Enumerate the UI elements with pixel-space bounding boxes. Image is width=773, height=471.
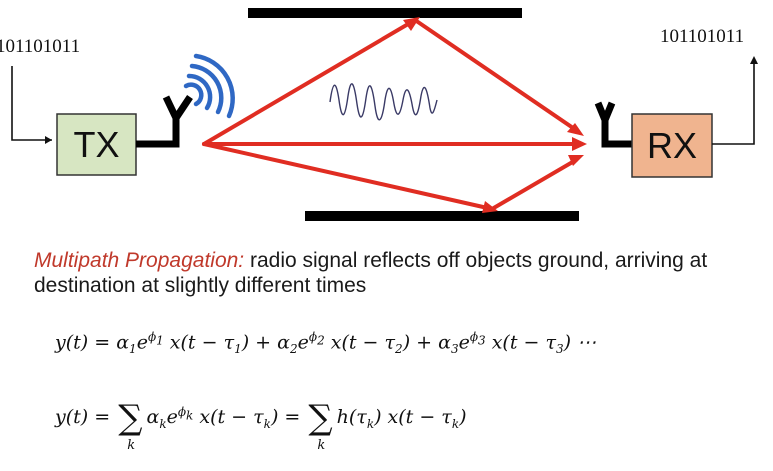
eq2-tau-sub: k	[263, 416, 271, 431]
eq1-term3-phi-sub: 3	[478, 333, 486, 348]
eq1-term1-e: e	[136, 331, 148, 354]
tx-antenna-icon	[136, 95, 193, 148]
eq1-term1-tail: ) +	[241, 331, 278, 354]
eq1-term2-tail: ) +	[402, 331, 439, 354]
eq2-end: )	[459, 406, 467, 428]
eq1-term1-phi-sub: 1	[156, 333, 164, 348]
eq2-x-tau-sub-2: k	[451, 416, 460, 431]
eq1-term2-e: e	[297, 331, 309, 354]
eq2-sum-glyph: ∑	[118, 398, 143, 438]
eq1-term2-phi-sub: 2	[317, 333, 325, 348]
eq2-h: h(τ	[336, 406, 367, 428]
eq2-alpha: α	[146, 406, 160, 428]
eq2-e: e	[166, 406, 178, 428]
eq2-h-sub: k	[366, 416, 375, 431]
eq1-term1-x: x(t − τ	[163, 331, 235, 354]
eq2-phi: ϕ	[177, 404, 187, 419]
eq1-term1-alpha-sub: 1	[129, 342, 137, 357]
eq1-term3-alpha: α	[438, 331, 451, 354]
eq2-sum-symbol: ∑k	[118, 398, 143, 453]
equation-expanded: y(t) = α1eϕ1 x(t − τ1) + α2eϕ2 x(t − τ2)…	[55, 330, 596, 356]
eq1-term3-phi: ϕ	[469, 330, 479, 344]
top-reflector	[248, 8, 522, 18]
rx-bit-string: 101101011	[660, 26, 745, 47]
eq1-lhs: y(t) =	[55, 331, 117, 354]
eq2-alpha-sub: k	[159, 416, 167, 431]
eq2-lhs: y(t) =	[55, 406, 117, 428]
eq1-term1-alpha: α	[116, 331, 130, 354]
eq1-term2-tau-sub: 2	[395, 342, 403, 357]
bottom-reflector	[305, 211, 579, 221]
signal-waveform	[329, 83, 438, 121]
eq1-term3-x: x(t − τ	[485, 331, 556, 354]
rx-output-arrowhead	[750, 56, 758, 64]
eq1-term3-e: e	[458, 331, 470, 354]
caption-text: radio signal reflects off objects ground…	[34, 249, 708, 297]
eq2-sum-glyph-2: ∑	[308, 398, 333, 438]
rx-label: RX	[646, 124, 697, 166]
eq1-term1-tau-sub: 1	[234, 342, 242, 357]
caption: Multipath Propagation: radio signal refl…	[34, 248, 764, 298]
eq2-close-eq: ) =	[270, 406, 307, 428]
eq2-phi-sub: k	[186, 408, 194, 423]
eq2-sum-symbol-2: ∑k	[308, 398, 333, 453]
multipath-diagram	[11, 8, 758, 221]
eq1-term3-tau-sub: 3	[556, 342, 564, 357]
eq1-term3-alpha-sub: 3	[450, 342, 459, 357]
eq2-sum-index-2: k	[317, 438, 326, 453]
rx-antenna-icon	[594, 101, 632, 148]
rx-box	[631, 113, 713, 178]
propagation-rays	[202, 18, 578, 211]
eq1-term2-x: x(t − τ	[324, 331, 396, 354]
radio-waves-icon	[183, 53, 235, 119]
eq2-h-close: ) x(t − τ	[374, 406, 452, 428]
eq1-term2-alpha: α	[277, 331, 290, 354]
eq2-x-tau: x(t − τ	[193, 406, 264, 428]
rx-output-line	[712, 64, 755, 145]
tx-bit-string: 101101011	[0, 36, 81, 57]
eq1-term2-phi: ϕ	[308, 330, 318, 344]
eq1-term3-tail: ) ⋯	[563, 331, 597, 354]
caption-emphasis: Multipath Propagation:	[34, 249, 245, 272]
tx-input-arrowhead	[45, 136, 52, 144]
eq2-sum-index: k	[127, 438, 136, 453]
ray-arrowheads	[403, 17, 587, 213]
tx-input-line	[11, 66, 52, 141]
eq1-term2-alpha-sub: 2	[290, 342, 298, 357]
tx-label: TX	[73, 123, 120, 165]
eq1-term1-phi: ϕ	[147, 330, 157, 344]
